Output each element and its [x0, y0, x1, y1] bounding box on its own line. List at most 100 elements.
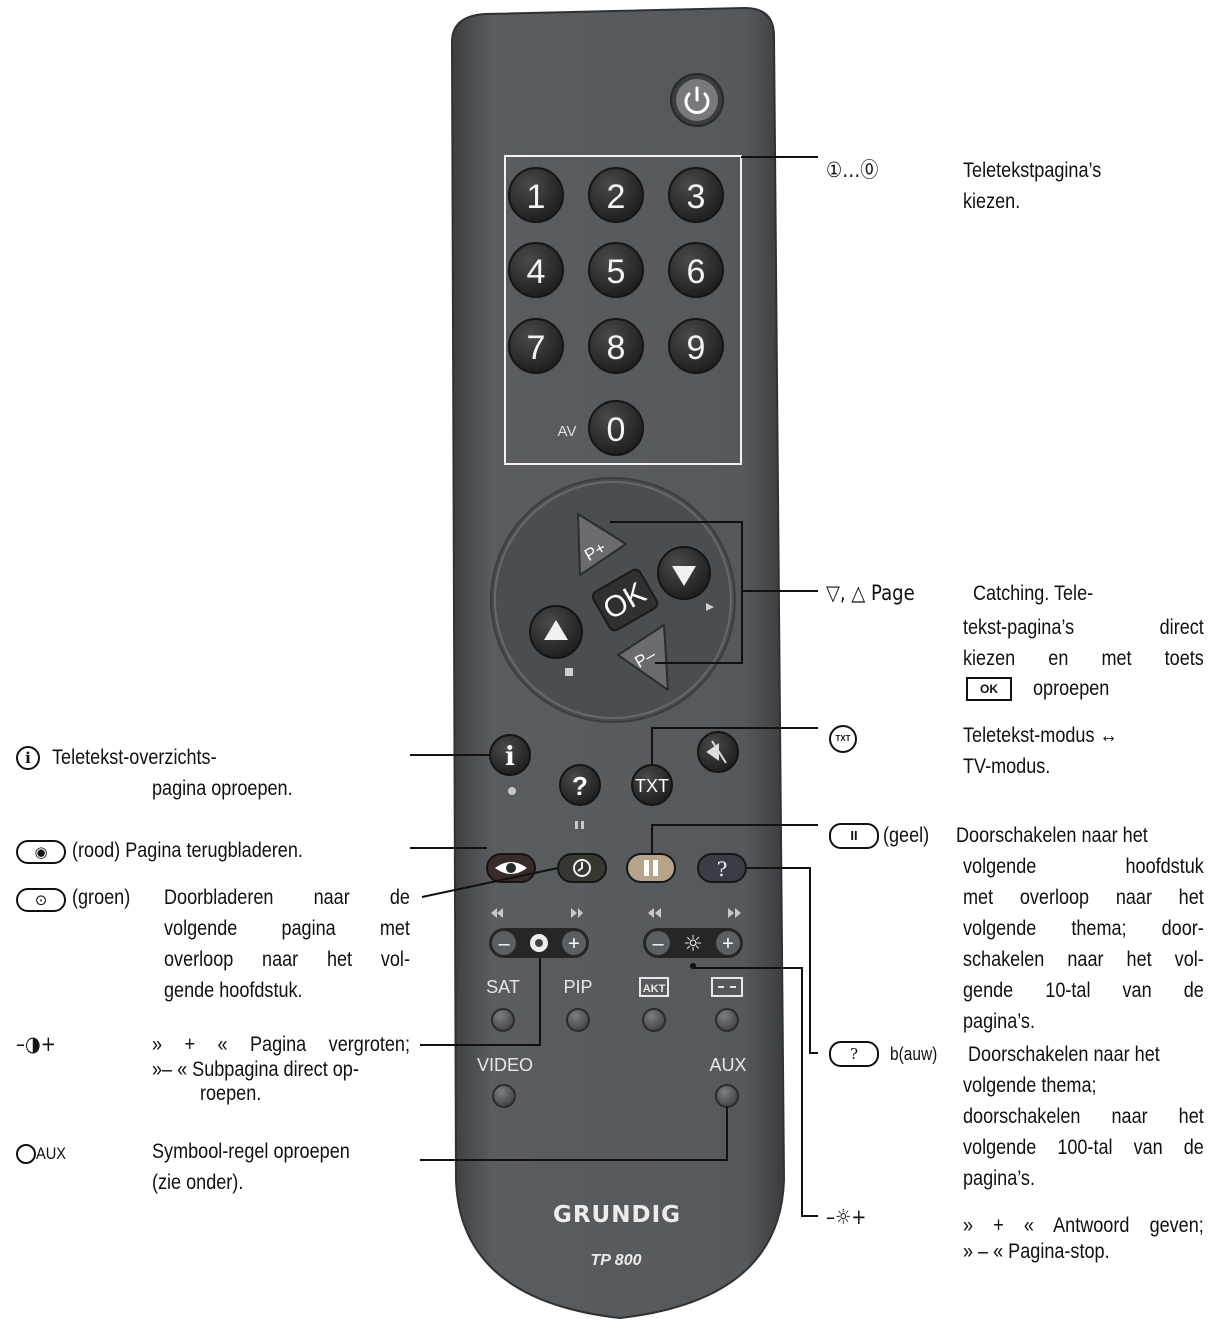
pip-button[interactable] — [566, 1008, 590, 1032]
aux-circle-icon — [16, 1144, 36, 1164]
key-6[interactable]: 6 — [668, 242, 724, 298]
blue-symbol: ? — [829, 1041, 879, 1067]
format-icon — [711, 977, 743, 997]
yellow-symbol: II — [829, 823, 879, 849]
key-5-label: 5 — [607, 253, 626, 291]
yellow-text-2: volgende hoofdstuk — [963, 855, 1204, 878]
blue-text-4: volgende 100-tal van de — [963, 1136, 1204, 1159]
key-9-label: 9 — [687, 329, 706, 367]
key-4-label: 4 — [527, 253, 546, 291]
aux-button[interactable] — [715, 1084, 739, 1108]
key-7[interactable]: 7 — [508, 318, 564, 374]
svg-text:–: – — [652, 933, 664, 955]
key-7-label: 7 — [527, 329, 546, 367]
skip-marks — [491, 908, 741, 918]
info-text-2: pagina oproepen. — [152, 777, 293, 800]
svg-text:+: + — [722, 933, 734, 955]
yellow-text-7: pagina’s. — [963, 1010, 1035, 1033]
help-key-label: ? — [572, 771, 588, 801]
akt-label: AKT — [639, 977, 669, 997]
page-catching-text-4: oproepen — [1033, 677, 1110, 700]
txt-symbol: TXT — [829, 725, 857, 753]
av-label: AV — [558, 423, 577, 440]
mute-button[interactable] — [697, 731, 739, 773]
key-1[interactable]: 1 — [508, 167, 564, 223]
blue-color-label: b(auw) — [890, 1044, 938, 1064]
key-4[interactable]: 4 — [508, 242, 564, 298]
green-color-label: (groen) — [72, 886, 131, 909]
record-dot-icon — [508, 787, 516, 795]
key-3[interactable]: 3 — [668, 167, 724, 223]
blue-text-5: pagina’s. — [963, 1167, 1035, 1190]
brightness-icon: ☼ — [683, 932, 703, 957]
yellow-button[interactable] — [626, 853, 676, 883]
svg-text:AKT: AKT — [643, 983, 666, 995]
key-5[interactable]: 5 — [588, 242, 644, 298]
svg-text:+: + — [568, 933, 580, 955]
stop-mark-icon — [565, 668, 573, 676]
digits-text-2: kiezen. — [963, 190, 1021, 213]
aux-text-1: Symbool-regel oproepen — [152, 1140, 350, 1163]
format-button[interactable] — [715, 1008, 739, 1032]
yellow-color-label: (geel) — [883, 824, 930, 847]
pause-icon — [644, 860, 658, 876]
blue-question-icon: ? — [717, 857, 728, 881]
green-symbol: ⊙ — [16, 888, 66, 912]
page-catching-text-1: Catching. Tele- — [973, 582, 1094, 605]
info-symbol: i — [16, 746, 40, 770]
brand-logo: GRUNDIG — [553, 1202, 681, 1228]
svg-text:–: – — [498, 933, 510, 955]
info-key-label: i — [505, 742, 515, 772]
page-catch-up-button[interactable] — [529, 605, 583, 659]
key-0-label: 0 — [607, 411, 626, 449]
green-button[interactable] — [557, 853, 607, 883]
page-catching-text-3: kiezen en met toets — [963, 647, 1204, 670]
page-catching-text-2: tekst-pagina’s direct — [963, 616, 1204, 639]
video-button[interactable] — [492, 1084, 516, 1108]
sat-button[interactable] — [491, 1008, 515, 1032]
help-button[interactable]: ? — [559, 764, 601, 806]
blue-text-1: Doorschakelen naar het — [968, 1043, 1160, 1066]
yellow-text-1: Doorschakelen naar het — [956, 824, 1148, 847]
key-8-label: 8 — [607, 329, 626, 367]
color-rocker[interactable]: – + — [489, 928, 589, 958]
page-catch-down-button[interactable] — [657, 546, 711, 600]
color-adjust-symbol: –◑+ — [16, 1032, 56, 1056]
keypad-frame — [504, 155, 742, 465]
txt-text-2: TV-modus. — [963, 755, 1051, 778]
blue-text-3: doorschakelen naar het — [963, 1105, 1204, 1128]
brightness-symbol: –☼+ — [826, 1205, 867, 1229]
green-text-1: Doorbladeren naar de — [164, 886, 410, 909]
key-3-label: 3 — [687, 178, 706, 216]
akt-button[interactable] — [642, 1008, 666, 1032]
leader-dot — [690, 963, 696, 969]
ok-key-box: OK — [966, 677, 1012, 701]
key-8[interactable]: 8 — [588, 318, 644, 374]
play-mark-icon — [706, 603, 714, 611]
key-2-label: 2 — [607, 178, 626, 216]
green-text-4: gende hoofdstuk. — [164, 979, 303, 1002]
blue-button[interactable]: ? — [697, 853, 747, 883]
leader-lines — [410, 156, 818, 1217]
info-button[interactable]: i — [489, 734, 531, 776]
p-minus-button[interactable]: P– — [617, 624, 669, 691]
numeric-keypad: 1 2 3 4 5 6 7 8 9 — [508, 167, 724, 374]
key-2[interactable]: 2 — [588, 167, 644, 223]
color-adjust-text-2: »– « Subpagina direct op- — [152, 1058, 359, 1081]
aux-symbol: AUX — [36, 1144, 67, 1163]
model-label: TP 800 — [591, 1252, 642, 1269]
brightness-rocker[interactable]: – + ☼ — [643, 928, 743, 958]
key-9[interactable]: 9 — [668, 318, 724, 374]
txt-button[interactable]: TXT — [631, 764, 673, 806]
aux-label: AUX — [709, 1055, 746, 1075]
brightness-text-2: » – « Pagina-stop. — [963, 1240, 1110, 1263]
yellow-text-6: gende 10-tal van de — [963, 979, 1204, 1002]
key-0[interactable]: 0 — [588, 400, 644, 456]
sat-label: SAT — [486, 977, 520, 997]
color-adjust-text-3: roepen. — [200, 1082, 262, 1105]
pause-mark-icon — [575, 821, 584, 829]
green-text-2: volgende pagina met — [164, 917, 410, 940]
page-catching-symbol: ▽, △ Page — [826, 581, 915, 605]
digits-symbol: ①…⓪ — [826, 158, 879, 182]
